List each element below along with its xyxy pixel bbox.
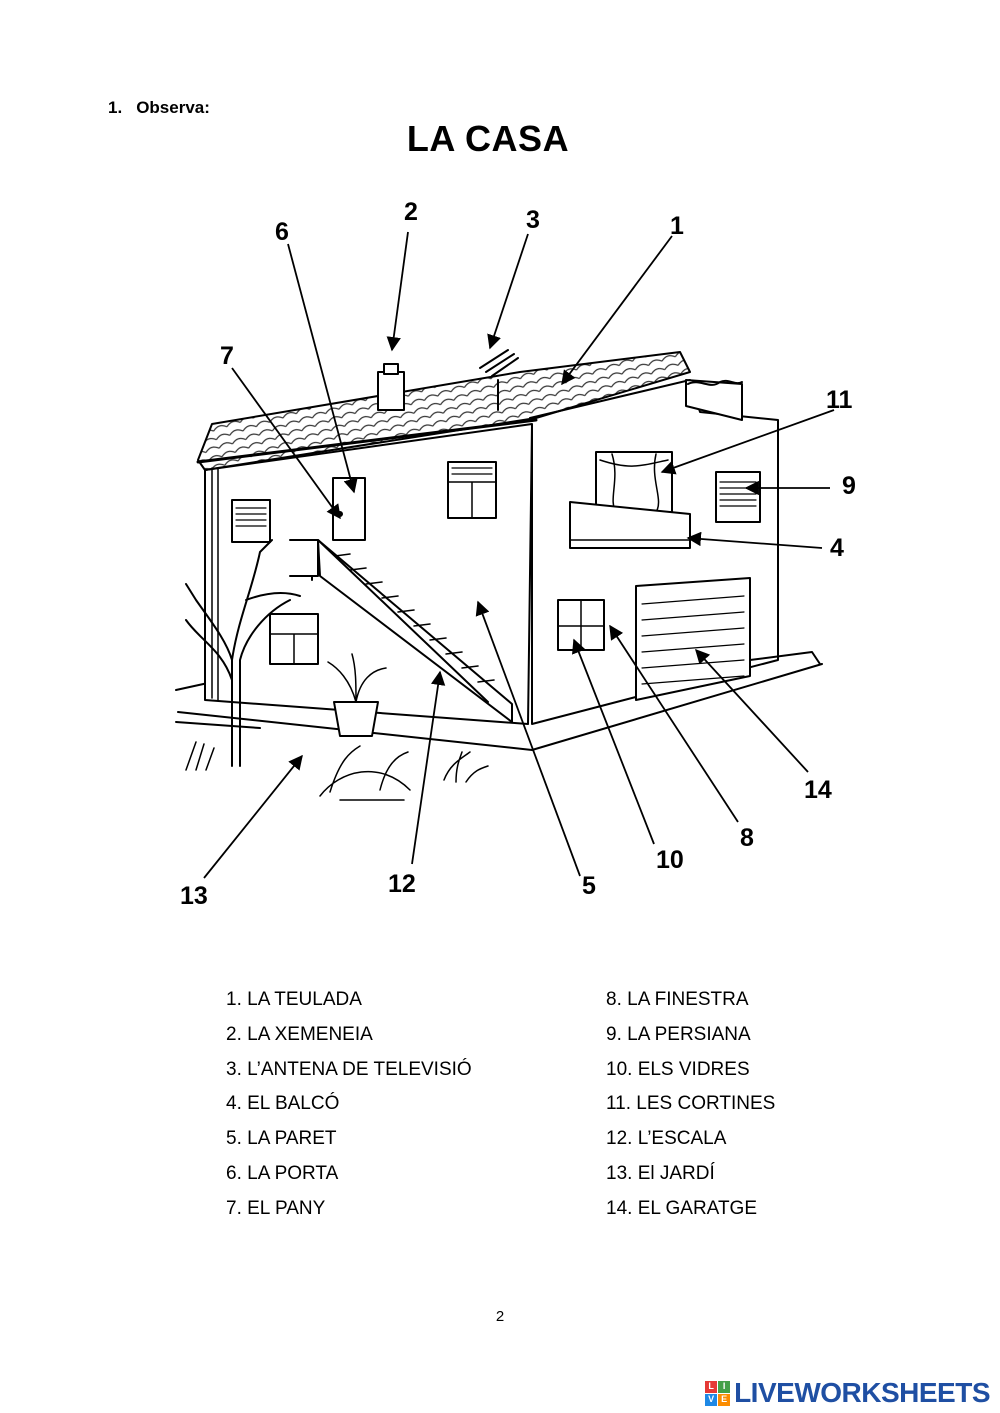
legend-item: 10. ELS VIDRES [606,1058,750,1080]
page-number: 2 [495,1308,505,1325]
page-title: LA CASA [406,118,570,159]
arrow-2 [386,231,409,352]
callout-9: 9 [842,472,856,500]
landing [289,539,319,577]
arrow-14 [695,648,809,773]
legend-item: 9. LA PERSIANA [606,1023,751,1045]
chimney [377,371,405,411]
instruction: 1. Observa: [108,98,210,118]
callout-1: 1 [670,212,684,240]
liveworksheets-brand[interactable]: L I V E LIVEWORKSHEETS [705,1376,990,1410]
legend-item: 14. EL GARATGE [606,1197,757,1219]
logo-letter: V [705,1393,718,1406]
arrow-12 [411,670,446,865]
stair-rail [317,539,489,703]
instruction-text: Observa: [136,98,210,117]
legend-right-column: 8. LA FINESTRA 9. LA PERSIANA 10. ELS VI… [606,983,775,1227]
garage [635,577,751,701]
garage-door-lines [641,595,745,685]
arrow-1 [561,235,673,386]
upper-block [685,379,743,421]
callout-8: 8 [740,824,754,852]
callout-4: 4 [830,534,844,562]
arrow-8 [609,624,739,823]
tv-antenna [479,349,519,411]
brand-name: LIVEWORKSHEETS [734,1377,990,1408]
arrow-5 [475,600,581,877]
legend-item: 13. El JARDÍ [606,1162,715,1184]
logo-letter: E [718,1393,731,1406]
house-illustration: 1 2 3 4 5 6 7 8 9 10 11 12 13 14 [175,198,856,910]
arrow-7 [231,367,341,520]
legend-item: 4. EL BALCÓ [226,1093,340,1115]
ground-base [175,721,261,729]
legend-item: 3. L’ANTENA DE TELEVISIÓ [226,1058,472,1080]
legend-item: 7. EL PANY [226,1197,326,1219]
tree [185,539,301,767]
balcony [569,501,691,549]
legend-item: 2. LA XEMENEIA [226,1023,373,1045]
window-left-upper [231,499,271,543]
callout-14: 14 [804,776,832,804]
instruction-number: 1. [108,98,123,117]
callout-10: 10 [656,846,684,874]
shutter-right [715,471,761,523]
callout-7: 7 [220,342,234,370]
stair-steps [334,553,495,683]
callout-13: 13 [180,882,208,910]
arrow-6 [287,243,358,494]
door [332,477,366,541]
callout-11: 11 [826,386,853,414]
roof-edge [196,418,538,464]
upper-block-trim [687,379,743,386]
arrow-3 [487,233,529,350]
callout-6: 6 [275,218,289,246]
callout-arrows [203,231,835,879]
legend-item: 8. LA FINESTRA [606,989,749,1010]
logo-letter: L [705,1380,718,1393]
callout-5: 5 [582,872,596,900]
house-lines [175,349,823,801]
arrow-11 [660,409,835,475]
legend-item: 6. LA PORTA [226,1162,339,1184]
legend-item: 11. LES CORTINES [606,1093,776,1115]
callout-2: 2 [404,198,418,226]
garden-plants [185,741,489,801]
arrow-13 [203,754,303,879]
callout-3: 3 [526,206,540,234]
legend-item: 12. L’ESCALA [606,1128,727,1150]
legend-left-column: 1. LA TEULADA 2. LA XEMENEIA 3. L’ANTENA… [226,983,472,1227]
arrow-4 [686,531,823,549]
ground-line [177,663,823,751]
liveworksheets-logo-icon: L I V E [705,1380,731,1406]
plant-pot [333,701,379,737]
legend-item: 5. LA PARET [226,1128,337,1150]
callout-numbers: 1 2 3 4 5 6 7 8 9 10 11 12 13 14 [180,198,856,910]
arrow-10 [572,638,655,845]
logo-letter: I [718,1380,731,1393]
legend-item: 1. LA TEULADA [226,989,362,1010]
callout-12: 12 [388,870,416,898]
